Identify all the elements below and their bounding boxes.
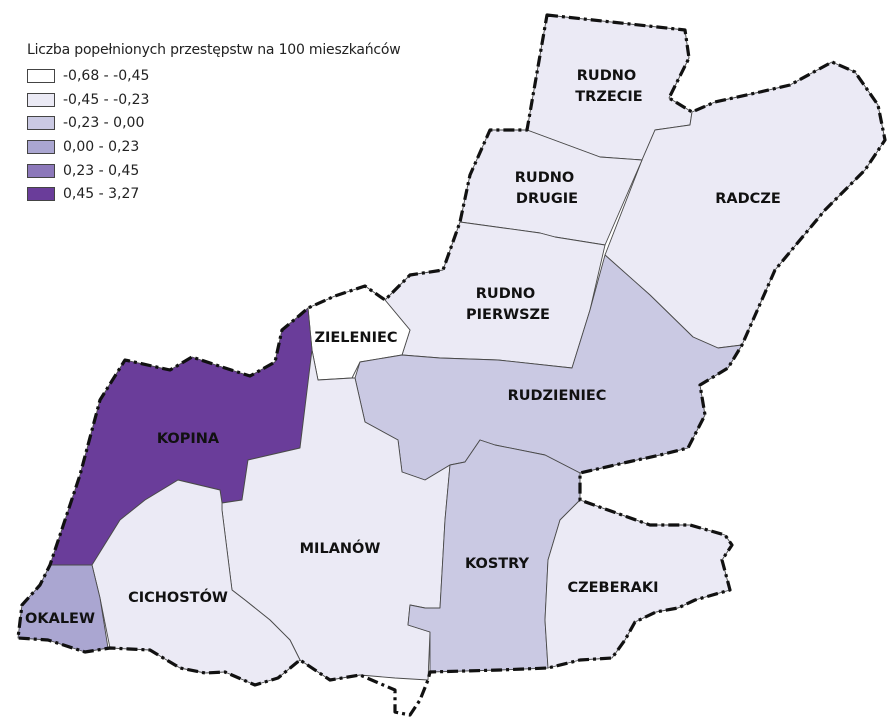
legend-item: -0,68 - -0,45: [27, 64, 401, 88]
legend-item: -0,23 - 0,00: [27, 111, 401, 135]
region-cichostow[interactable]: [91, 479, 301, 686]
legend: Liczba popełnionych przestępstw na 100 m…: [27, 42, 401, 206]
legend-item: 0,00 - 0,23: [27, 135, 401, 159]
municipality-boundary: [16, 13, 887, 717]
legend-label: -0,45 - -0,23: [63, 91, 150, 108]
region-label-rudzieniec: RUDZIENIEC: [508, 388, 607, 404]
region-label-milanow: MILANÓW: [300, 539, 381, 557]
legend-swatch: [27, 116, 55, 131]
legend-label: -0,68 - -0,45: [63, 67, 150, 84]
region-label-radcze: RADCZE: [715, 191, 780, 207]
legend-item: 0,23 - 0,45: [27, 159, 401, 183]
region-label-zieleniec: ZIELENIEC: [314, 330, 397, 346]
region-label-cichostow: CICHOSTÓW: [128, 588, 228, 606]
region-czeberaki[interactable]: [544, 499, 733, 669]
region-okalew[interactable]: [17, 564, 109, 653]
region-label-kopina: KOPINA: [157, 431, 220, 447]
region-label-czeberaki: CZEBERAKI: [567, 580, 658, 596]
legend-item: -0,45 - -0,23: [27, 88, 401, 112]
legend-swatch: [27, 163, 55, 178]
legend-swatch: [27, 139, 55, 154]
legend-swatch: [27, 187, 55, 202]
region-label-rudno-trzecie: RUDNO TRZECIE: [575, 68, 642, 105]
legend-label: 0,23 - 0,45: [63, 162, 140, 179]
legend-label: -0,23 - 0,00: [63, 115, 145, 132]
legend-label: 0,45 - 3,27: [63, 186, 140, 203]
region-milanow[interactable]: [221, 349, 451, 681]
region-label-rudno-drugie: RUDNO DRUGIE: [515, 170, 580, 207]
region-label-kostry: KOSTRY: [465, 556, 530, 572]
legend-title: Liczba popełnionych przestępstw na 100 m…: [27, 42, 401, 58]
legend-label: 0,00 - 0,23: [63, 138, 140, 155]
region-label-rudno-pierwsze: RUDNO PIERWSZE: [466, 286, 550, 323]
legend-swatch: [27, 92, 55, 107]
region-label-okalew: OKALEW: [25, 611, 95, 627]
legend-item: 0,45 - 3,27: [27, 182, 401, 206]
legend-swatch: [27, 68, 55, 83]
